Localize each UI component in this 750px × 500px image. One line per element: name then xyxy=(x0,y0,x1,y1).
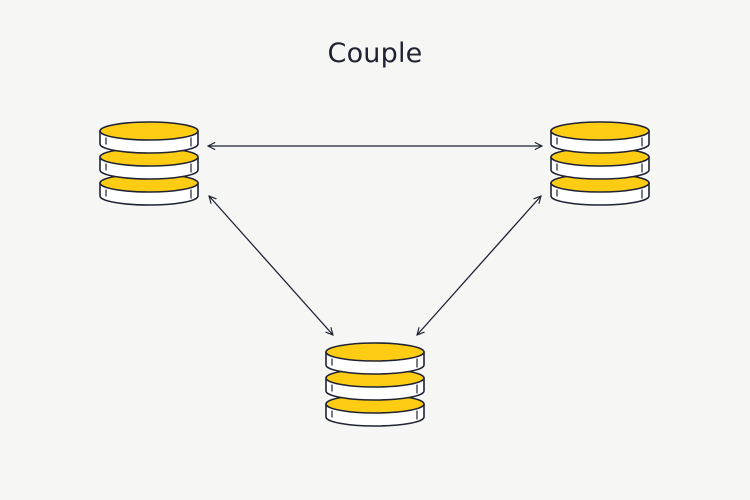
coin xyxy=(99,121,199,154)
edges-layer xyxy=(208,146,542,335)
diagram-title: Couple xyxy=(327,38,423,69)
nodes-layer xyxy=(99,121,650,427)
coin xyxy=(550,121,650,154)
arrow-right-bottom xyxy=(417,196,541,335)
coin-stack-icon-bottom xyxy=(325,342,425,427)
coin xyxy=(99,173,199,206)
coin-stack-icon-left xyxy=(99,121,199,206)
coin-stack-icon-right xyxy=(550,121,650,206)
coin xyxy=(325,342,425,375)
arrow-left-bottom xyxy=(209,196,333,335)
